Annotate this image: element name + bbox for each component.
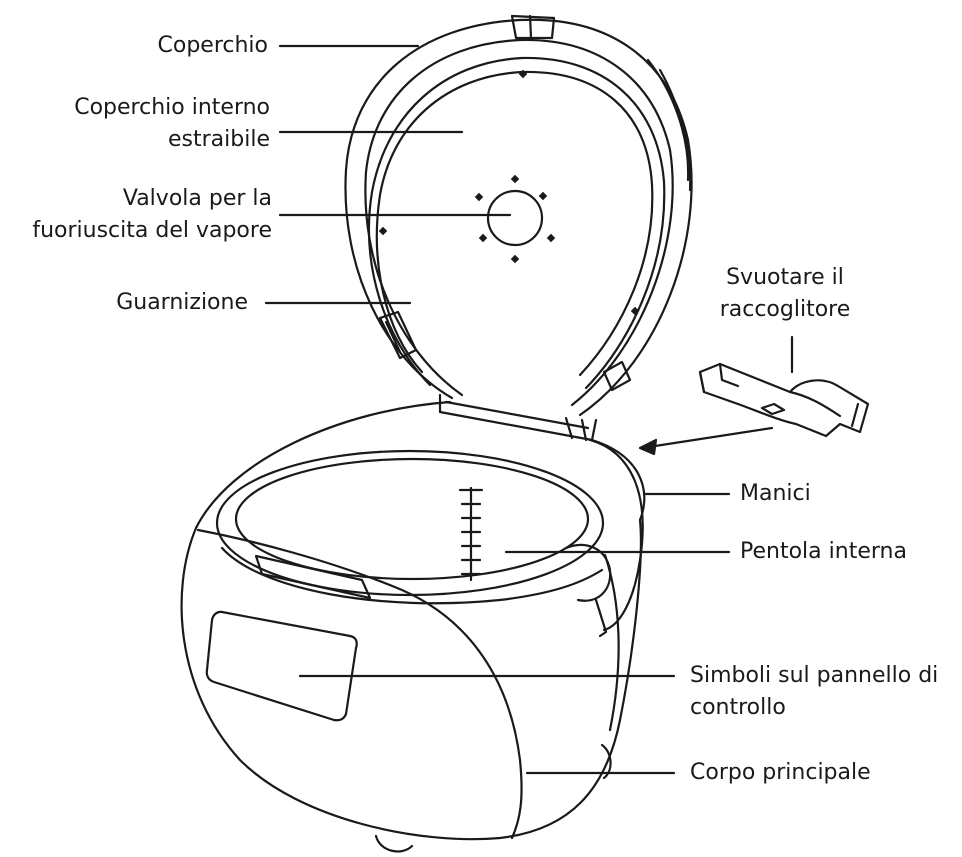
label-control-panel-line1: Simboli sul pannello di xyxy=(690,663,939,688)
body-feet xyxy=(374,743,612,853)
label-drip-collector-line2: raccoglitore xyxy=(719,297,851,322)
body-top-rim xyxy=(194,400,646,530)
label-inner-pot-text: Pentola interna xyxy=(740,539,907,564)
gasket xyxy=(368,56,666,390)
label-steam-valve-line2: fuoriuscita del vapore xyxy=(32,218,272,243)
label-steam-valve-line1: Valvola per la xyxy=(122,186,272,211)
insert-arrow xyxy=(638,426,774,456)
inner-lid xyxy=(375,70,654,377)
steam-valve xyxy=(486,189,544,247)
measure-scale xyxy=(458,486,484,582)
label-handles: Manici xyxy=(740,478,860,510)
leader-lines xyxy=(264,44,794,775)
label-inner-lid: Coperchio interno estraibile xyxy=(20,92,270,156)
inner-pot xyxy=(215,449,605,605)
label-main-body-text: Corpo principale xyxy=(690,760,871,785)
label-inner-pot: Pentola interna xyxy=(740,536,940,568)
label-gasket-text: Guarnizione xyxy=(116,290,248,315)
label-drip-collector: Svuotare il raccoglitore xyxy=(700,262,870,326)
label-lid-text: Coperchio xyxy=(157,33,269,58)
label-inner-lid-line2: estraibile xyxy=(168,127,270,152)
label-handles-text: Manici xyxy=(740,481,811,506)
label-lid: Coperchio xyxy=(100,30,269,62)
control-panel xyxy=(205,610,358,722)
lid-clips xyxy=(378,310,632,392)
label-steam-valve: Valvola per la fuoriuscita del vapore xyxy=(0,183,272,247)
label-control-panel-line2: controllo xyxy=(690,695,786,720)
label-inner-lid-line1: Coperchio interno xyxy=(74,95,270,120)
drip-collector xyxy=(698,362,870,438)
label-drip-collector-line1: Svuotare il xyxy=(726,265,844,290)
lid-latch xyxy=(510,14,556,40)
lid-outer xyxy=(344,18,693,417)
lid-hinge xyxy=(438,393,598,442)
label-main-body: Corpo principale xyxy=(690,757,930,789)
front-latch xyxy=(254,554,372,600)
label-gasket: Guarnizione xyxy=(80,287,248,319)
label-control-panel: Simboli sul pannello di controllo xyxy=(690,660,958,724)
